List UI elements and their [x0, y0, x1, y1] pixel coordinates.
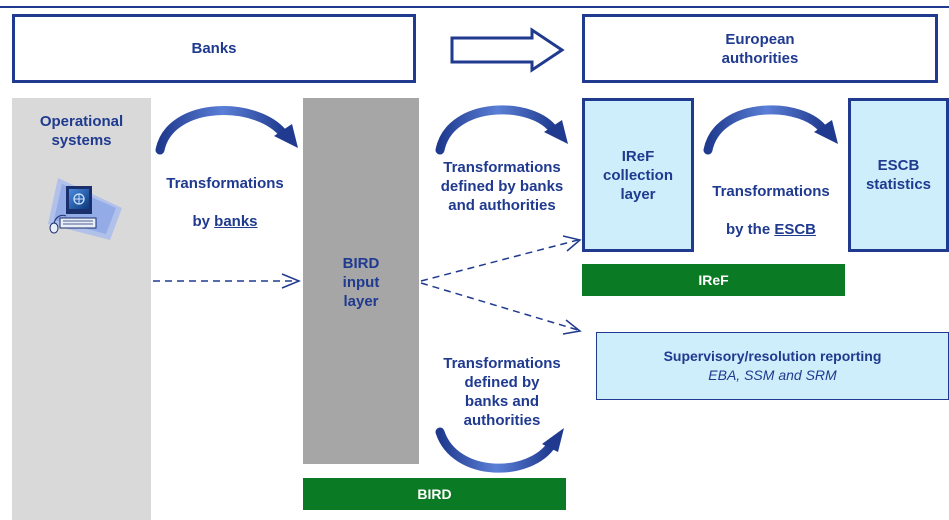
european-authorities-label: European authorities	[721, 30, 799, 67]
dashed-arrowhead-to-bird-icon	[281, 273, 301, 289]
top-rule	[0, 6, 949, 8]
operational-systems-label: Operational systems	[39, 113, 124, 149]
transformations-by-banks-line1: Transformations	[166, 175, 284, 192]
curved-arrow-defined-bottom-icon	[435, 427, 564, 473]
iref-collection-layer-box: IReF collection layer	[582, 98, 694, 252]
supervisory-reporting-box: Supervisory/resolution reporting EBA, SS…	[596, 332, 949, 400]
dashed-arrow-to-supervisory	[420, 282, 579, 331]
transformations-defined-top-label: Transformations defined by banks and aut…	[440, 159, 564, 214]
operational-systems-column	[12, 98, 151, 520]
hollow-arrow-right-icon	[450, 27, 565, 73]
banks-header-label: Banks	[191, 40, 237, 57]
banks-header-box: Banks	[12, 14, 416, 83]
bird-bar: BIRD	[303, 478, 566, 510]
by-word: by	[192, 213, 215, 230]
escb-underlined-word: ESCB	[774, 221, 817, 238]
transformations-by-banks-line2: by banks	[150, 212, 300, 231]
by-the-word: by the	[725, 221, 775, 238]
escb-statistics-label: ESCB statistics	[865, 157, 932, 193]
computer-terminal-icon	[48, 178, 122, 240]
iref-bar-label: IReF	[698, 272, 729, 288]
iref-bar: IReF	[582, 264, 845, 296]
bird-input-layer-column	[303, 98, 419, 464]
transformations-by-banks-label: Transformations by banks	[150, 155, 300, 250]
iref-collection-layer-label: IReF collection layer	[602, 147, 673, 203]
dashed-arrowhead-to-supervisory-icon	[562, 319, 582, 335]
transformations-by-escb-line1: Transformations	[712, 183, 830, 200]
curved-arrow-defined-top-icon	[435, 105, 568, 155]
curved-arrow-escb-icon	[703, 105, 838, 155]
supervisory-reporting-subtitle: EBA, SSM and SRM	[708, 367, 837, 383]
dashed-arrowhead-to-iref-icon	[562, 235, 582, 252]
curved-arrow-banks-icon	[155, 106, 298, 155]
bird-input-layer-label: BIRD input layer	[342, 255, 380, 310]
banks-underlined-word: banks	[214, 213, 258, 230]
transformations-by-escb-label: Transformations by the ESCB	[697, 163, 845, 258]
transformations-by-escb-line2: by the ESCB	[697, 220, 845, 239]
supervisory-reporting-title: Supervisory/resolution reporting	[663, 348, 882, 364]
bird-bar-label: BIRD	[417, 486, 452, 502]
dashed-arrow-to-iref	[420, 239, 579, 282]
escb-statistics-box: ESCB statistics	[848, 98, 949, 252]
european-authorities-header-box: European authorities	[582, 14, 938, 83]
transformations-defined-bottom-label: Transformations defined by banks and aut…	[443, 355, 561, 429]
